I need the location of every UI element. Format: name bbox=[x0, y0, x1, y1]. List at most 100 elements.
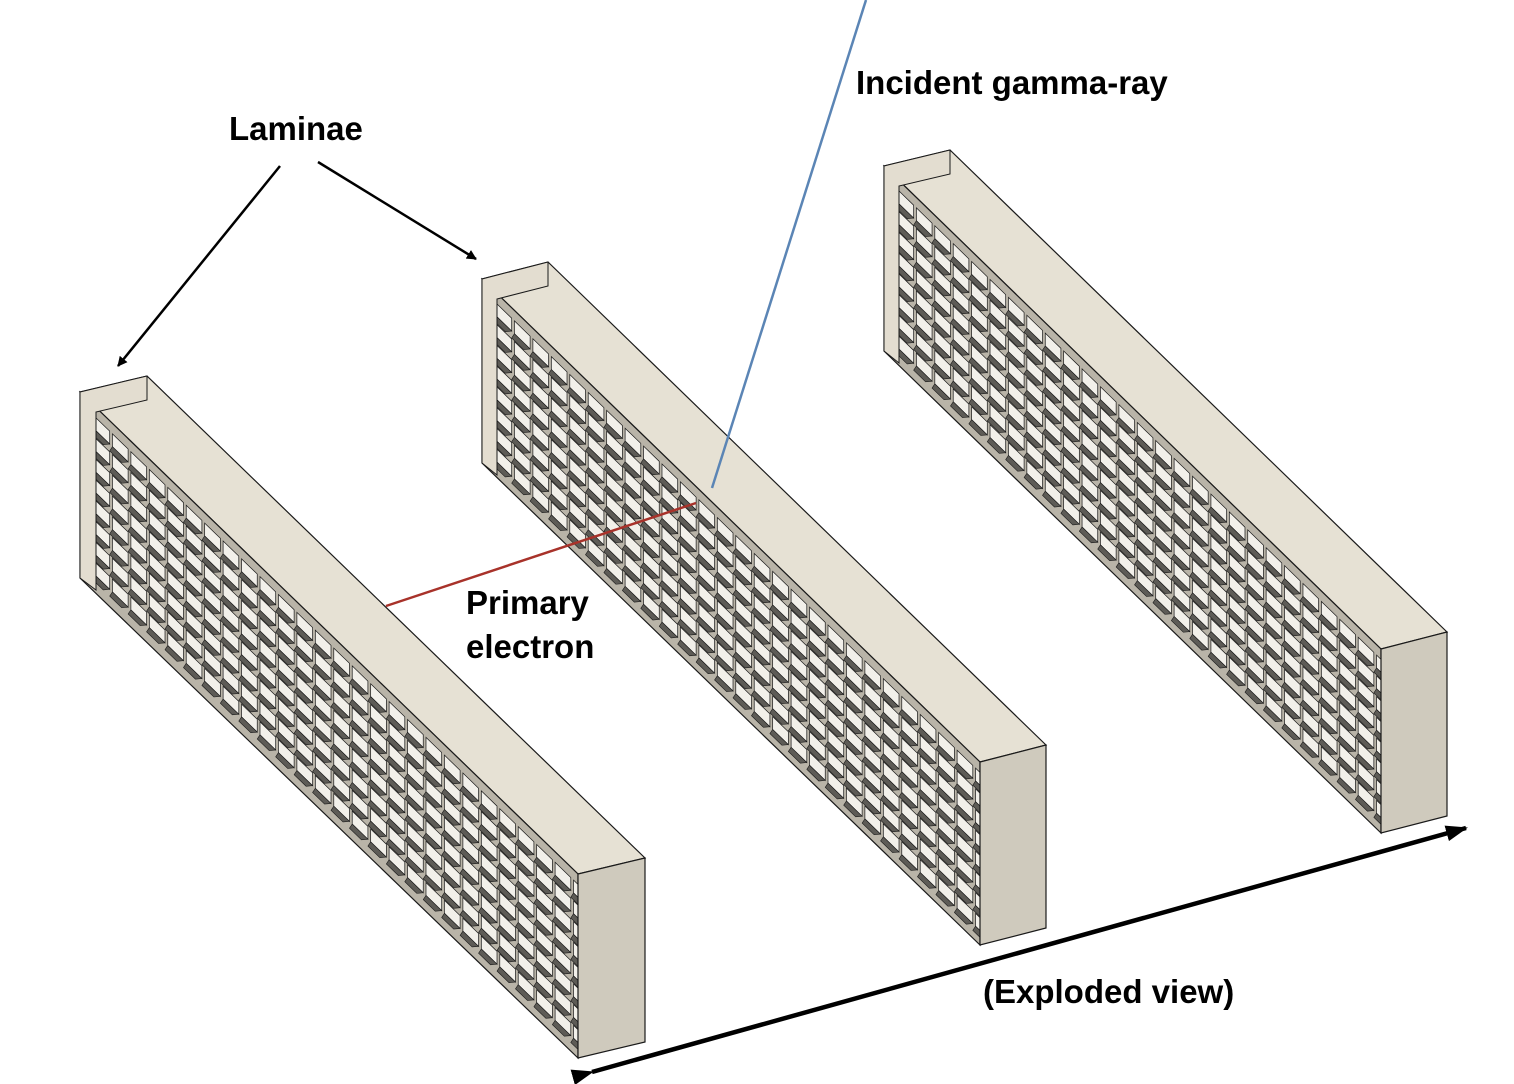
cell-notch bbox=[164, 562, 185, 579]
cell-notch bbox=[1078, 526, 1099, 544]
cell-notch bbox=[548, 389, 568, 407]
cell-notch bbox=[441, 767, 461, 785]
cell-notch bbox=[769, 604, 790, 622]
cell-notch bbox=[496, 924, 517, 942]
cell-notch bbox=[422, 770, 443, 788]
cell-notch bbox=[677, 535, 697, 553]
cell-notch bbox=[1152, 577, 1173, 594]
cell-notch bbox=[986, 291, 1007, 309]
cell-notch bbox=[1097, 419, 1117, 437]
cell-notch bbox=[585, 404, 605, 422]
cell-notch bbox=[931, 258, 952, 276]
cell-notch bbox=[548, 431, 568, 448]
cell-notch bbox=[1299, 741, 1320, 758]
cell-notch bbox=[441, 912, 461, 930]
cell-notch bbox=[769, 583, 790, 601]
cell-notch bbox=[950, 359, 970, 377]
cell-notch bbox=[1189, 488, 1209, 506]
cell-notch bbox=[201, 660, 222, 677]
cell-notch bbox=[293, 645, 314, 663]
cell-notch bbox=[275, 669, 295, 686]
cell-notch bbox=[1207, 631, 1228, 648]
cell-notch bbox=[1336, 673, 1357, 690]
cell-notch bbox=[1060, 425, 1080, 443]
cell-notch bbox=[950, 276, 970, 294]
cell-notch bbox=[238, 695, 258, 713]
cell-notch bbox=[275, 752, 295, 769]
cell-notch bbox=[1207, 506, 1228, 524]
cell-notch bbox=[219, 677, 240, 695]
cell-notch bbox=[459, 847, 480, 865]
cell-notch bbox=[109, 529, 129, 546]
cell-notch bbox=[950, 339, 970, 356]
cell-notch bbox=[551, 957, 572, 975]
cell-notch bbox=[1189, 633, 1209, 651]
cell-notch bbox=[1115, 437, 1136, 455]
cell-notch bbox=[238, 674, 258, 692]
cell-notch bbox=[677, 639, 697, 657]
cell-notch bbox=[1226, 524, 1246, 541]
cell-notch bbox=[769, 666, 790, 684]
cell-notch bbox=[459, 930, 480, 948]
cell-notch bbox=[256, 692, 277, 710]
cell-notch bbox=[1115, 500, 1136, 517]
cell-notch bbox=[1134, 580, 1154, 597]
lamina-3-end-face bbox=[1380, 631, 1448, 834]
cell-notch bbox=[1299, 699, 1320, 717]
cell-notch bbox=[1355, 711, 1375, 729]
cell-notch bbox=[913, 261, 933, 279]
cell-notch bbox=[968, 419, 988, 436]
cell-notch bbox=[146, 481, 166, 499]
cell-notch bbox=[621, 585, 642, 603]
cell-notch bbox=[640, 583, 660, 600]
cell-notch bbox=[913, 344, 933, 362]
cell-notch bbox=[843, 759, 863, 776]
cell-notch bbox=[422, 791, 443, 808]
cell-notch bbox=[1244, 604, 1265, 622]
cell-notch bbox=[898, 791, 919, 809]
cell-notch bbox=[953, 804, 974, 821]
cell-notch bbox=[1207, 548, 1228, 565]
cell-notch bbox=[183, 517, 203, 535]
cell-notch bbox=[986, 416, 1007, 433]
cell-notch bbox=[109, 446, 129, 463]
cell-notch bbox=[1355, 794, 1375, 812]
cell-notch bbox=[548, 472, 568, 490]
cell-notch bbox=[1152, 556, 1173, 574]
cell-notch bbox=[422, 749, 443, 767]
cell-notch bbox=[950, 401, 970, 418]
cell-notch bbox=[898, 729, 919, 747]
cell-notch bbox=[1042, 407, 1062, 425]
cell-notch bbox=[1226, 628, 1246, 645]
cell-notch bbox=[751, 690, 771, 707]
cell-notch bbox=[1134, 497, 1154, 514]
cell-notch bbox=[585, 467, 605, 484]
cell-notch bbox=[843, 676, 863, 693]
cell-notch bbox=[385, 714, 406, 731]
cell-notch bbox=[787, 622, 808, 639]
cell-notch bbox=[1115, 417, 1136, 434]
laminae-arrow-left bbox=[117, 165, 281, 367]
primary-electron-label-line2: electron bbox=[466, 628, 594, 665]
cell-notch bbox=[441, 892, 461, 909]
cell-notch bbox=[621, 544, 642, 561]
cell-notch bbox=[621, 440, 642, 458]
cell-notch bbox=[164, 624, 185, 641]
cell-notch bbox=[917, 789, 937, 806]
cell-notch bbox=[968, 294, 988, 312]
cell-notch bbox=[658, 476, 679, 493]
cell-notch bbox=[1023, 369, 1044, 386]
cell-notch bbox=[986, 333, 1007, 350]
cell-notch bbox=[511, 354, 531, 371]
cell-notch bbox=[1078, 422, 1099, 440]
cell-notch bbox=[146, 523, 166, 541]
cell-notch bbox=[806, 744, 826, 761]
cell-notch bbox=[238, 716, 258, 734]
cell-notch bbox=[275, 710, 295, 728]
cell-notch bbox=[1262, 684, 1283, 702]
cell-notch bbox=[256, 713, 277, 731]
cell-notch bbox=[385, 776, 406, 793]
cell-notch bbox=[349, 678, 369, 695]
cell-notch bbox=[1318, 759, 1338, 776]
cell-notch bbox=[478, 886, 498, 903]
